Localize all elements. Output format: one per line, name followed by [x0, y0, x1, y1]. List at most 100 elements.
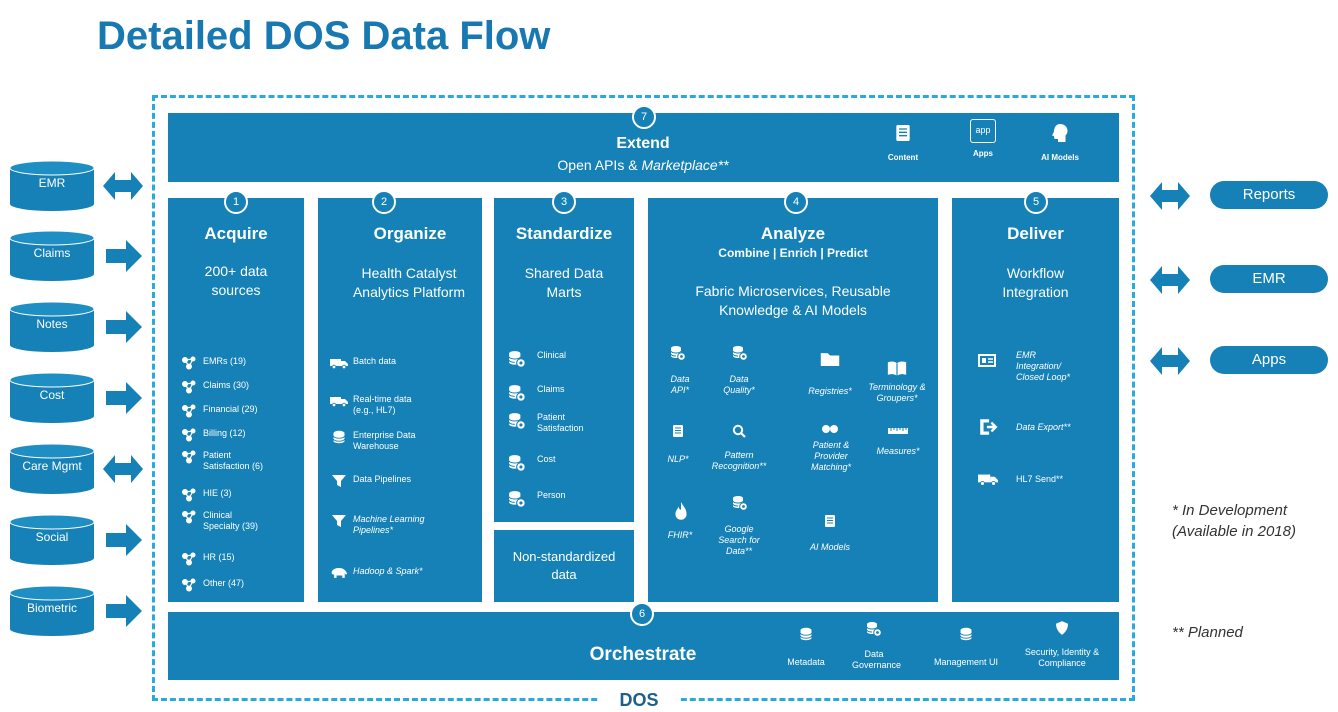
organize-panel: 2 Organize Health Catalyst Analytics Pla…	[318, 190, 482, 602]
bidirectional-arrow-icon	[1145, 343, 1195, 379]
analyze-title: Analyze	[760, 224, 826, 243]
content-tile[interactable]: Content	[878, 123, 928, 162]
orchestrate-step-badge: 6	[630, 602, 654, 626]
source-cylinder: EMR	[8, 160, 96, 212]
page-title: Detailed DOS Data Flow	[97, 14, 551, 58]
network-icon	[180, 578, 198, 592]
apps-tile[interactable]: app Apps	[958, 119, 1008, 158]
people-icon	[820, 424, 840, 436]
ai-models-tile[interactable]: AI Models	[1030, 123, 1090, 162]
network-icon	[180, 356, 198, 370]
list-item: Other (47)	[180, 578, 244, 592]
source-cylinder: Social	[8, 514, 96, 566]
source-cylinder: Biometric	[8, 585, 96, 637]
acquire-subtitle: 200+ data sources	[204, 263, 268, 298]
content-label: Content	[887, 153, 919, 162]
database-gear-icon	[508, 350, 526, 368]
database-gear-icon	[508, 384, 526, 402]
source-label: HR (15)	[203, 552, 235, 562]
security-tile[interactable]: Security, Identity & Compliance	[1014, 620, 1110, 669]
data-mart-label: Claims	[537, 384, 565, 394]
list-item: Patient Satisfaction (6)	[180, 450, 273, 472]
cylinder-icon	[9, 443, 95, 494]
metadata-tile[interactable]: Metadata	[776, 626, 836, 667]
database-gear-icon	[508, 490, 526, 508]
network-icon	[180, 450, 198, 464]
data-mart-label: Patient Satisfaction	[537, 412, 584, 433]
list-item: Machine Learning Pipelines*	[330, 514, 453, 536]
deliver-item-label: EMR Integration/ Closed Loop*	[1016, 350, 1071, 382]
ai-head-icon	[1052, 123, 1068, 143]
analyze-subtitle: Fabric Microservices, Reusable Knowledge…	[695, 283, 891, 318]
acquire-title: Acquire	[204, 224, 268, 243]
output-emr: EMR	[1210, 265, 1328, 293]
analyze-item-label: Registries*	[808, 386, 852, 396]
list-item: Patient Satisfaction	[508, 412, 601, 434]
source-label: Patient Satisfaction (6)	[203, 450, 264, 471]
orchestrate-item-label: Management UI	[933, 657, 999, 667]
extend-step-badge: 7	[632, 105, 656, 129]
organize-item-label: Enterprise Data Warehouse	[353, 430, 416, 451]
extend-subtitle: Open APIs & Marketplace**	[168, 157, 1118, 173]
standardize-panel: 3 Standardize Shared Data Marts Clinical…	[494, 190, 634, 522]
orchestrate-item-label: Security, Identity & Compliance	[1024, 647, 1100, 668]
document-icon	[895, 123, 911, 143]
analyze-item-label: FHIR*	[667, 530, 693, 540]
truck-icon	[330, 356, 348, 370]
source-cylinder: Cost	[8, 372, 96, 424]
planned-note: ** Planned	[1172, 624, 1243, 641]
list-item: Batch data	[330, 356, 396, 370]
monitor-icon	[978, 354, 996, 368]
ai-models-label: AI Models	[1041, 153, 1079, 162]
source-label: Notes	[36, 317, 68, 331]
list-item: Clinical Specialty (39)	[180, 510, 265, 532]
source-cylinder: Claims	[8, 230, 96, 282]
data-mart-label: Clinical	[537, 350, 567, 360]
data-governance-tile[interactable]: Data Governance	[844, 620, 904, 671]
list-item: Claims (30)	[180, 380, 249, 394]
source-label: HIE (3)	[203, 488, 232, 498]
extend-subtitle-marketplace: Marketplace**	[641, 157, 729, 173]
source-label: Social	[35, 530, 69, 544]
database-icon	[959, 626, 973, 642]
analyze-step-badge: 4	[784, 190, 808, 214]
database-icon	[799, 626, 813, 642]
source-label: Billing (12)	[203, 428, 246, 438]
source-label: Care Mgmt	[22, 459, 82, 473]
list-item: Claims	[508, 384, 565, 402]
deliver-item-label: HL7 Send**	[1016, 474, 1064, 484]
deliver-step-badge: 5	[1024, 190, 1048, 214]
analyze-item-label: Google Search for Data**	[718, 524, 760, 556]
database-gear-icon	[508, 454, 526, 472]
source-label: Claims	[33, 246, 71, 260]
arrow-right-icon	[106, 238, 142, 274]
magnify-icon	[732, 424, 746, 438]
arrow-right-icon	[106, 309, 142, 345]
output-reports: Reports	[1210, 181, 1328, 209]
source-label: Financial (29)	[203, 404, 258, 414]
document-icon	[672, 424, 684, 438]
non-standardized-label: Non-standardized data	[512, 549, 616, 582]
organize-item-label: Data Pipelines	[353, 474, 412, 484]
database-check-icon	[732, 344, 748, 362]
organize-title: Organize	[373, 224, 447, 243]
analyze-item-label: Pattern Recognition**	[711, 450, 767, 471]
list-item: Hadoop & Spark*	[330, 566, 423, 580]
list-item: Real-time data (e.g., HL7)	[330, 394, 433, 416]
extend-panel: 7 Extend Open APIs & Marketplace** Conte…	[168, 105, 1119, 182]
bidirectional-arrow-icon	[1145, 262, 1195, 298]
database-gear-icon	[670, 344, 686, 362]
analyze-item-label: Measures*	[876, 446, 920, 456]
management-ui-tile[interactable]: Management UI	[924, 626, 1008, 667]
output-apps: Apps	[1210, 346, 1328, 374]
list-item: Person	[508, 490, 566, 508]
non-standardized-panel: Non-standardized data	[494, 530, 634, 602]
bidirectional-arrow-icon	[103, 451, 143, 487]
acquire-step-badge: 1	[224, 190, 248, 214]
bidirectional-arrow-icon	[103, 168, 143, 204]
standardize-subtitle: Shared Data Marts	[524, 265, 604, 300]
shield-icon	[1056, 620, 1068, 636]
funnel-icon	[330, 474, 348, 488]
flame-icon	[674, 502, 688, 522]
database-gear-icon	[866, 620, 882, 638]
